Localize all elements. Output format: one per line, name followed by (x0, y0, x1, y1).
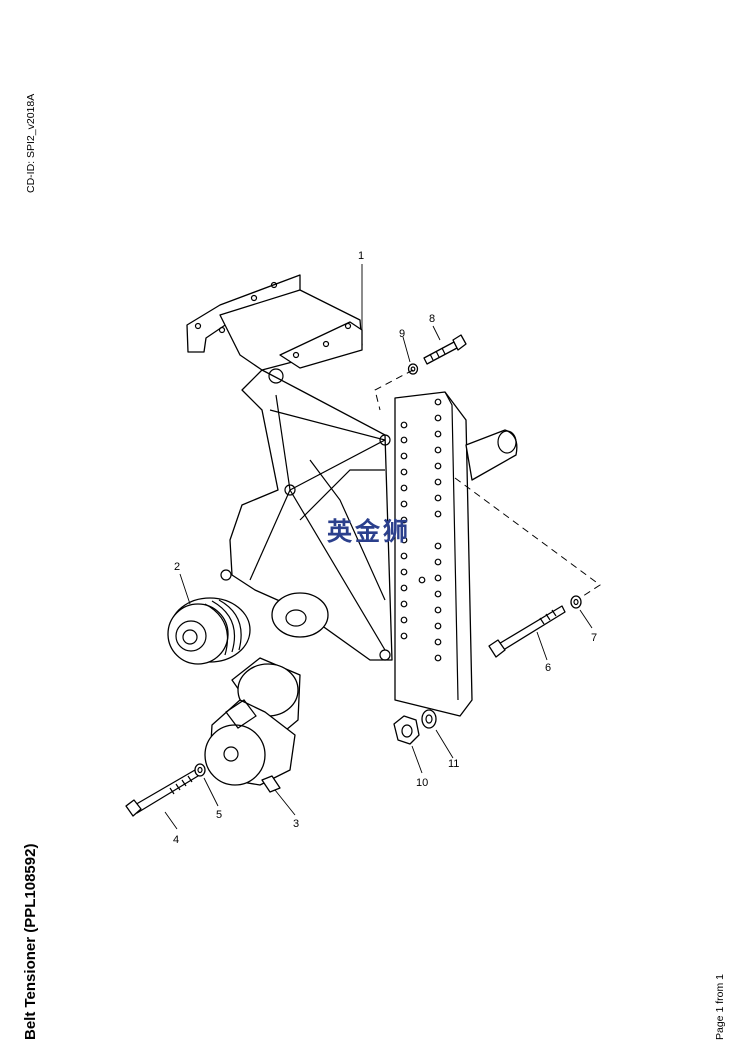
callout-1: 1 (358, 250, 364, 262)
leader-lines (164, 264, 593, 830)
callout-7: 7 (591, 632, 597, 644)
callout-2: 2 (174, 561, 180, 573)
nut-10-part (393, 715, 420, 745)
callout-11: 11 (448, 758, 459, 770)
washer-7-part (570, 595, 582, 609)
watermark-text: 英金狮 (327, 517, 412, 546)
callout-6: 6 (545, 662, 551, 674)
callout-9: 9 (399, 328, 405, 340)
bolt-4-part (125, 769, 199, 817)
bolt-6-part (488, 605, 566, 658)
bracket-part (186, 274, 518, 717)
washer-5-part (194, 763, 206, 777)
idler-pulley-part (167, 597, 251, 665)
callout-3: 3 (293, 818, 299, 830)
washer-9-part (407, 363, 419, 375)
washer-11-part (421, 709, 437, 729)
callout-4: 4 (173, 834, 179, 846)
tensioner-part (204, 657, 301, 793)
callout-10: 10 (416, 777, 428, 789)
callout-8: 8 (429, 313, 435, 325)
bolt-8-part (423, 334, 467, 365)
callout-5: 5 (216, 809, 222, 821)
